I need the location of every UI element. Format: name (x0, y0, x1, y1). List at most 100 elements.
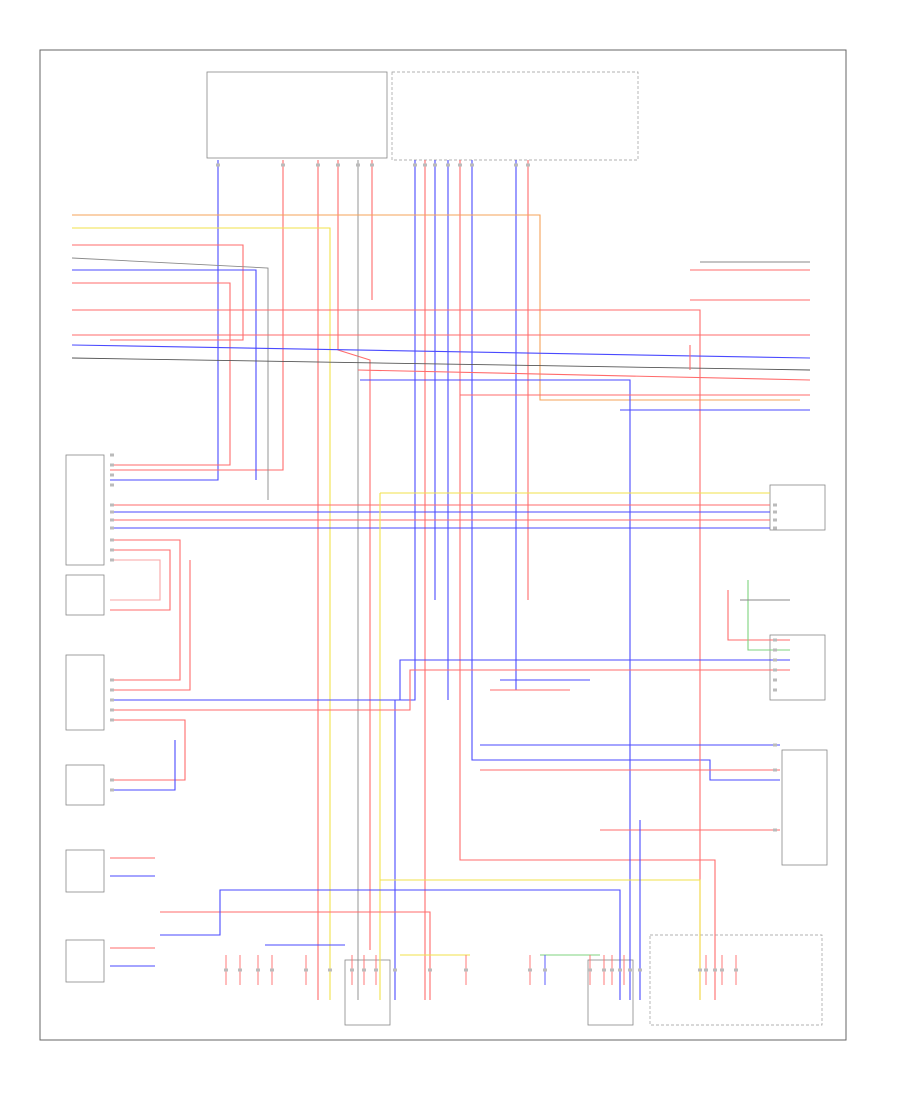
connector-pin (110, 718, 114, 722)
connector-pin (773, 503, 777, 507)
connector-pin (110, 483, 114, 487)
connector-pin (428, 968, 432, 972)
connector-pin (256, 968, 260, 972)
connector-pin (110, 678, 114, 682)
connector-pin (470, 163, 474, 167)
wire-red-20 (72, 309, 701, 1000)
connector-pin (514, 163, 518, 167)
connector-pin (464, 968, 468, 972)
connector-pin (628, 968, 632, 972)
connector-pin (526, 163, 530, 167)
wire-dark-23 (71, 357, 811, 371)
wire-blue-18 (72, 269, 257, 480)
connector-pin (773, 768, 777, 772)
connector-pin (110, 698, 114, 702)
wire-blue-46 (110, 740, 176, 791)
bottom-connector-2 (587, 959, 634, 1026)
connector-pin (773, 678, 777, 682)
right-module-upper (769, 484, 826, 531)
wire-orange-14 (72, 214, 800, 401)
connector-pin (110, 510, 114, 514)
wire-red-19 (72, 282, 231, 466)
wire-blue-0 (110, 160, 219, 481)
connector-pin (713, 968, 717, 972)
wire-blue-43 (110, 659, 790, 701)
connector-pin (110, 503, 114, 507)
wire-red-10 (459, 160, 716, 1000)
connector-pin (543, 968, 547, 972)
connector-pin (458, 163, 462, 167)
top-connector-box-left (206, 71, 388, 159)
wire-red-49 (160, 911, 431, 1000)
connector-pin (773, 828, 777, 832)
wire-pink-41 (110, 559, 161, 601)
connector-pin (370, 163, 374, 167)
wire-red-3 (337, 160, 371, 950)
wire-yellow-38 (380, 879, 701, 1000)
connector-pin (304, 968, 308, 972)
connector-pin (610, 968, 614, 972)
connector-pin (110, 538, 114, 542)
connector-pin (110, 558, 114, 562)
connector-pin (638, 968, 642, 972)
wire-red-42 (110, 560, 191, 691)
connector-pin (704, 968, 708, 972)
bottom-connector-1 (344, 959, 391, 1026)
right-module-middle (769, 634, 826, 701)
connector-pin (110, 788, 114, 792)
wire-red-44 (110, 669, 790, 711)
connector-pin (374, 968, 378, 972)
wire-blue-22 (71, 344, 811, 359)
connector-pin (698, 968, 702, 972)
connector-pin (110, 463, 114, 467)
top-connector-box-right (391, 71, 639, 161)
connector-pin (216, 163, 220, 167)
connector-pin (602, 968, 606, 972)
wire-blue-11 (471, 160, 780, 781)
connector-pin (720, 968, 724, 972)
connector-pin (773, 526, 777, 530)
connector-pin (773, 668, 777, 672)
connector-pin (110, 453, 114, 457)
connector-pin (423, 163, 427, 167)
left-module-upper (65, 454, 105, 566)
wire-gray-17 (71, 257, 269, 500)
connector-pin (773, 518, 777, 522)
connector-pin (773, 648, 777, 652)
left-module-lower (65, 764, 105, 806)
connector-pin (110, 518, 114, 522)
connector-pin (618, 968, 622, 972)
connector-pin (773, 688, 777, 692)
left-module-middle (65, 654, 105, 731)
wire-red-1 (110, 160, 284, 471)
connector-pin (773, 510, 777, 514)
connector-pin (238, 968, 242, 972)
right-module-lower (781, 749, 828, 866)
connector-pin (270, 968, 274, 972)
wire-yellow-15 (72, 227, 331, 1000)
wire-red-24 (357, 369, 811, 381)
connector-pin (336, 163, 340, 167)
connector-pin (734, 968, 738, 972)
connector-pin (350, 968, 354, 972)
wire-blue-25 (360, 379, 631, 1000)
left-module-rear-1 (65, 849, 105, 893)
connector-pin (393, 968, 397, 972)
wire-red-39 (110, 539, 181, 681)
wire-red-16 (72, 244, 244, 341)
connector-pin (356, 163, 360, 167)
left-module-switch (65, 574, 105, 616)
connector-pin (224, 968, 228, 972)
left-module-rear-2 (65, 939, 105, 983)
connector-pin (362, 968, 366, 972)
connector-pin (773, 658, 777, 662)
wire-group (71, 160, 811, 1000)
bottom-connector-3 (649, 934, 823, 1026)
connector-pin (110, 708, 114, 712)
connector-pin (413, 163, 417, 167)
connector-pin (773, 638, 777, 642)
connector-pin (110, 778, 114, 782)
connector-pin (433, 163, 437, 167)
